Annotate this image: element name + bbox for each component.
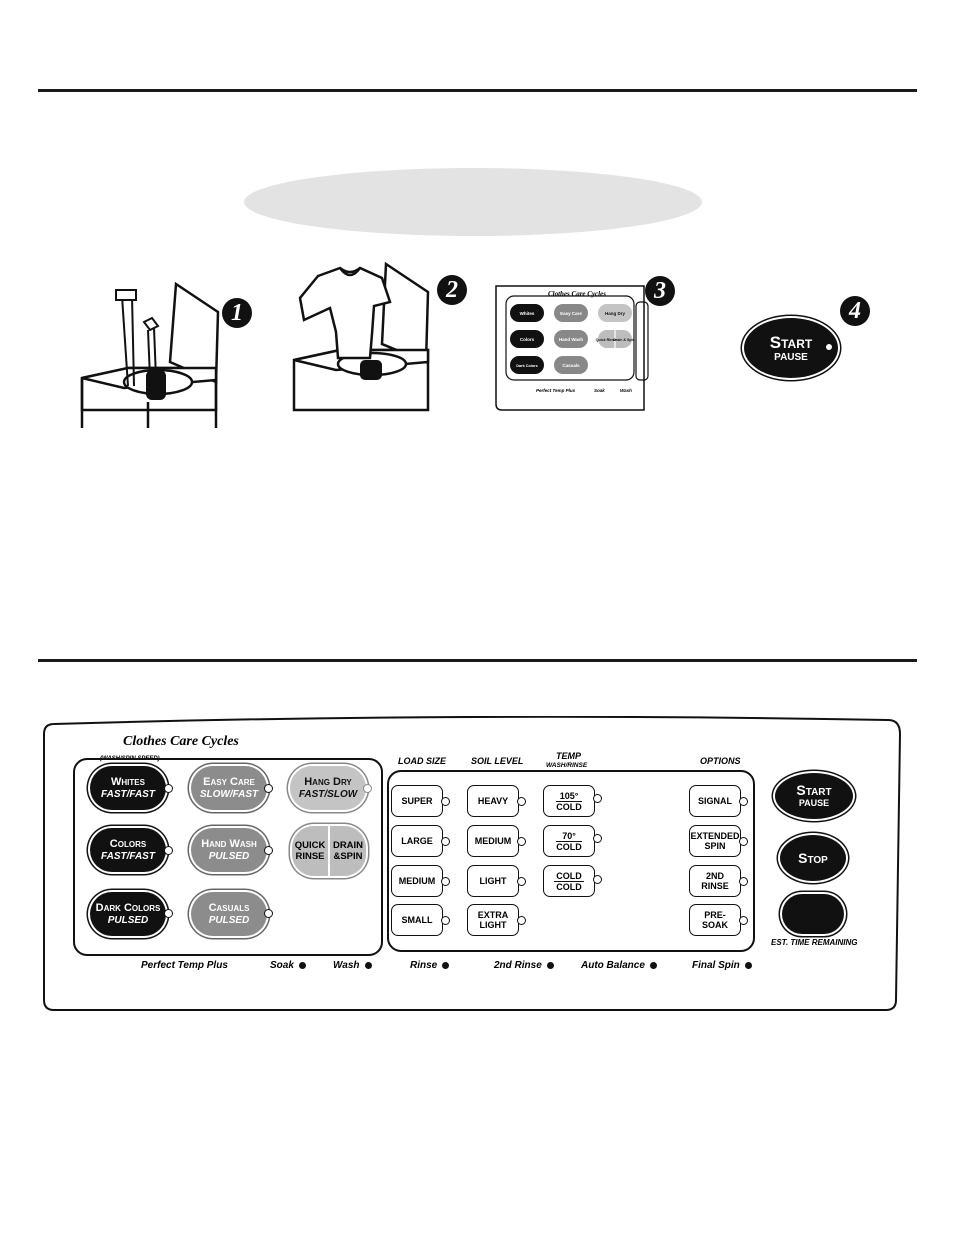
load-size-medium-button[interactable]: MEDIUM bbox=[391, 865, 443, 897]
step-number-badge: 4 bbox=[840, 296, 870, 326]
temp-70-cold-button[interactable]: 70°COLD bbox=[543, 825, 595, 857]
soil-level-medium-button[interactable]: MEDIUM bbox=[467, 825, 519, 857]
load-size-header: LOAD SIZE bbox=[398, 756, 447, 766]
2nd-rinse-status: 2nd Rinse bbox=[494, 960, 554, 971]
svg-text:Perfect Temp Plus: Perfect Temp Plus bbox=[536, 388, 576, 393]
perfect-temp-plus-label: Perfect Temp Plus bbox=[141, 960, 228, 971]
top-rule bbox=[38, 89, 917, 92]
svg-text:Hand Wash: Hand Wash bbox=[559, 337, 584, 342]
step4-start-indicator-light bbox=[826, 344, 832, 350]
option-2nd-rinse-indicator bbox=[739, 877, 748, 886]
2nd-rinse-status-light bbox=[546, 961, 554, 969]
option-pre-soak-button[interactable]: PRE-SOAK bbox=[689, 904, 741, 936]
soil-level-heavy-button[interactable]: HEAVY bbox=[467, 785, 519, 817]
load-size-large-button[interactable]: LARGE bbox=[391, 825, 443, 857]
soil-level-header: SOIL LEVEL bbox=[471, 756, 524, 766]
svg-text:Dark Colors: Dark Colors bbox=[516, 364, 538, 368]
drain-spin-button[interactable]: DRAIN&SPIN bbox=[330, 826, 366, 876]
stop-button[interactable]: Stop bbox=[780, 835, 846, 881]
soil-level-light-button[interactable]: LIGHT bbox=[467, 865, 519, 897]
soil-level-medium-indicator bbox=[517, 837, 526, 846]
load-size-small-indicator bbox=[441, 916, 450, 925]
mini-panel-illustration: Clothes Care Cycles Whites Easy Care Han… bbox=[495, 285, 649, 411]
mini-panel-title: Clothes Care Cycles bbox=[548, 290, 606, 298]
load-size-large-indicator bbox=[441, 837, 450, 846]
option-signal-button[interactable]: SIGNAL bbox=[689, 785, 741, 817]
step-number-badge: 3 bbox=[645, 276, 675, 306]
washer-shirt-illustration bbox=[292, 262, 430, 412]
svg-text:Wash: Wash bbox=[620, 388, 632, 393]
hang-dry-indicator-light bbox=[363, 784, 372, 793]
settings-group bbox=[387, 770, 755, 952]
soil-level-light-indicator bbox=[517, 877, 526, 886]
svg-text:Drain & Spin: Drain & Spin bbox=[613, 338, 635, 342]
option-extended-spin-indicator bbox=[739, 837, 748, 846]
final-spin-status: Final Spin bbox=[692, 960, 752, 971]
wash-status-light bbox=[364, 961, 372, 969]
load-size-small-button[interactable]: SMALL bbox=[391, 904, 443, 936]
temp-105-cold-indicator bbox=[593, 794, 602, 803]
hand-wash-indicator-light bbox=[264, 846, 273, 855]
auto-balance-status-light bbox=[649, 961, 657, 969]
cycles-group bbox=[73, 758, 383, 956]
svg-text:Colors: Colors bbox=[520, 337, 535, 342]
step-number-badge: 1 bbox=[222, 298, 252, 328]
load-size-super-button[interactable]: SUPER bbox=[391, 785, 443, 817]
clothes-care-cycles-title: Clothes Care Cycles bbox=[123, 734, 239, 749]
whites-indicator-light bbox=[164, 784, 173, 793]
auto-balance-status: Auto Balance bbox=[581, 960, 657, 971]
load-size-super-indicator bbox=[441, 797, 450, 806]
svg-text:Whites: Whites bbox=[520, 311, 535, 316]
section-rule bbox=[38, 659, 917, 662]
temp-wash-rinse-subheader: WASH/RINSE bbox=[546, 762, 588, 769]
soak-status-light bbox=[298, 961, 306, 969]
soak-status: Soak bbox=[270, 960, 306, 971]
time-remaining-display bbox=[782, 894, 844, 934]
step4-start-pause-button: Start PAUSE bbox=[744, 318, 838, 378]
svg-text:Soak: Soak bbox=[594, 388, 605, 393]
washer-dispenser-illustration bbox=[80, 282, 220, 428]
rinse-status-light bbox=[442, 961, 450, 969]
temp-cold-cold-indicator bbox=[593, 875, 602, 884]
option-pre-soak-indicator bbox=[739, 916, 748, 925]
easy-care-indicator-light bbox=[264, 784, 273, 793]
svg-text:Casuals: Casuals bbox=[562, 363, 580, 368]
colors-indicator-light bbox=[164, 846, 173, 855]
option-signal-indicator bbox=[739, 797, 748, 806]
wash-status: Wash bbox=[333, 960, 372, 971]
dark-colors-indicator-light bbox=[164, 909, 173, 918]
soil-level-heavy-indicator bbox=[517, 797, 526, 806]
est-time-remaining-label: EST. TIME REMAINING bbox=[771, 938, 858, 947]
final-spin-status-light bbox=[744, 961, 752, 969]
svg-text:Hang Dry: Hang Dry bbox=[605, 311, 626, 316]
temp-105-cold-button[interactable]: 105°COLD bbox=[543, 785, 595, 817]
svg-text:Quick Rinse: Quick Rinse bbox=[596, 338, 617, 342]
svg-text:Easy Care: Easy Care bbox=[560, 311, 582, 316]
temp-70-cold-indicator bbox=[593, 834, 602, 843]
step-number-badge: 2 bbox=[437, 275, 467, 305]
temp-header: TEMP bbox=[556, 751, 582, 761]
title-banner bbox=[244, 168, 702, 236]
options-header: OPTIONS bbox=[700, 756, 741, 766]
load-size-medium-indicator bbox=[441, 877, 450, 886]
rinse-status: Rinse bbox=[410, 960, 450, 971]
soil-level-extra-light-indicator bbox=[517, 916, 526, 925]
casuals-indicator-light bbox=[264, 909, 273, 918]
